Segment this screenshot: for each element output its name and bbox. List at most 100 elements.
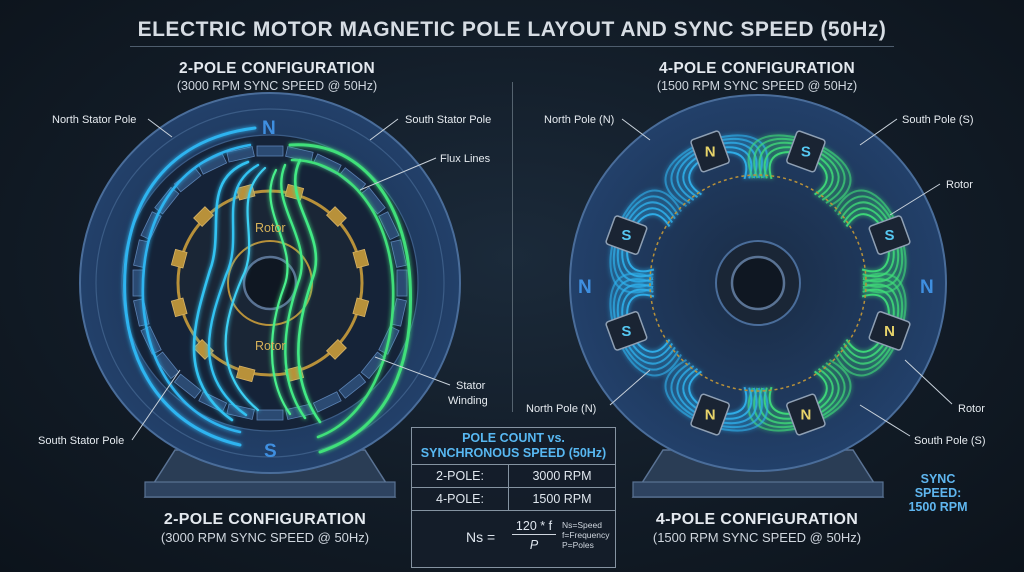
rotor-tooth [235, 365, 256, 383]
formula-lhs: Ns = [466, 529, 496, 545]
label-rotor-top: Rotor [946, 179, 973, 191]
rotor-tooth [326, 339, 347, 360]
title-underline [130, 46, 894, 47]
label-stator: Stator [456, 380, 486, 392]
sync-speed-value: 1500 RPM [908, 500, 968, 514]
label-north-pole-top: North Pole (N) [544, 114, 614, 126]
rotor-tooth [352, 248, 370, 269]
right-pole-magnets: N S S N N N S S [605, 130, 911, 436]
pole-magnet: N [690, 130, 730, 173]
diagram-title: ELECTRIC MOTOR MAGNETIC POLE LAYOUT AND … [137, 18, 887, 41]
left-north-pole-letter: N [262, 118, 276, 139]
label-winding: Winding [448, 395, 488, 407]
pole-magnet: S [868, 215, 911, 255]
pole-magnet: N [690, 393, 730, 436]
pole-magnet: N [786, 393, 826, 436]
pole-speed-table: POLE COUNT vs. SYNCHRONOUS SPEED (50Hz) … [411, 427, 616, 568]
label-north-stator-pole: North Stator Pole [52, 114, 136, 126]
table-row: 4-POLE: 1500 RPM [412, 488, 615, 511]
right-side-pole-right: N [920, 277, 934, 298]
stator-slot [390, 239, 407, 268]
stator-slot [338, 373, 367, 399]
left-stator-ring [95, 108, 445, 458]
table-cell-speed: 3000 RPM [532, 469, 592, 483]
sync-speed-formula: Ns = 120 * f P Ns=Speed f=Frequency P=Po… [412, 511, 615, 567]
stator-slot [312, 153, 342, 175]
right-config-header: 4-POLE CONFIGURATION (1500 RPM SYNC SPEE… [607, 60, 907, 93]
pole-magnet: S [605, 215, 648, 255]
label-flux-lines: Flux Lines [440, 153, 491, 165]
right-rotor-ring [649, 174, 867, 392]
rotor-tooth [170, 297, 188, 318]
legend-poles: P=Poles [562, 540, 594, 550]
leader-south-pole-top [859, 118, 898, 146]
magnet-body [605, 215, 648, 255]
left-config-heading: 2-POLE CONFIGURATION [178, 60, 376, 77]
table-title-line2: SYNCHRONOUS SPEED (50Hz) [420, 446, 607, 460]
sync-speed-badge: SYNC SPEED: 1500 RPM [900, 472, 976, 514]
leader-stator-winding [374, 356, 451, 386]
rotor-tooth [352, 297, 370, 318]
stator-slot [256, 145, 284, 157]
table-title-line1: POLE COUNT vs. [462, 431, 565, 445]
sync-speed-label: SYNC SPEED: [914, 472, 962, 500]
left-motor: N S Rotor Rotor North Stator Pole South … [38, 92, 491, 498]
leader-north-pole-bottom [609, 369, 651, 406]
right-footer-heading: 4-POLE CONFIGURATION [655, 511, 859, 528]
stator-slot [256, 409, 284, 421]
left-blue-flux [123, 126, 267, 447]
table-cell-poles: 4-POLE: [412, 488, 509, 510]
legend-speed: Ns=Speed [562, 520, 602, 530]
table-row: 2-POLE: 3000 RPM [412, 465, 615, 488]
label-south-pole-bottom: South Pole (S) [914, 435, 986, 447]
stator-slot [132, 269, 144, 297]
left-green-flux [269, 143, 413, 454]
left-config-footer: 2-POLE CONFIGURATION (3000 RPM SYNC SPEE… [115, 511, 415, 545]
leader-south-stator-bottom [131, 369, 181, 441]
formula-numerator: 120 * f [512, 519, 556, 535]
table-cell-poles: 2-POLE: [412, 465, 509, 487]
table-cell-speed: 1500 RPM [532, 492, 592, 506]
magnet-letter: N [705, 407, 716, 424]
right-motor-base-plate [632, 481, 884, 498]
magnet-body [868, 311, 911, 351]
formula-denominator: P [529, 538, 539, 552]
magnet-letter: N [884, 323, 895, 340]
magnet-letter: N [705, 143, 716, 160]
magnet-letter: S [621, 323, 631, 340]
label-rotor-bottom: Rotor [958, 403, 985, 415]
magnet-body [868, 215, 911, 255]
right-side-pole-left: N [578, 277, 592, 298]
rotor-tooth [170, 248, 188, 269]
label-south-stator-pole-top: South Stator Pole [405, 114, 491, 126]
left-south-pole-letter: S [264, 441, 277, 462]
left-footer-heading: 2-POLE CONFIGURATION [163, 511, 367, 528]
label-south-pole-top: South Pole (S) [902, 114, 974, 126]
pole-magnet: S [605, 311, 648, 351]
stator-slot [198, 153, 228, 175]
magnet-letter: S [801, 143, 811, 160]
left-shaft [242, 255, 298, 311]
right-motor: N S S N N N S S N N North Pole (N) South Pole (… [526, 94, 986, 498]
center-divider [512, 82, 513, 412]
right-config-footer: 4-POLE CONFIGURATION (1500 RPM SYNC SPEE… [607, 511, 907, 545]
label-north-pole-bottom: North Pole (N) [526, 403, 596, 415]
leader-rotor-bottom [904, 359, 953, 405]
stator-slot [396, 269, 408, 297]
left-rotor-label-bottom: Rotor [255, 339, 286, 353]
right-shaft [730, 255, 786, 311]
pole-magnet: N [868, 311, 911, 351]
left-config-header: 2-POLE CONFIGURATION (3000 RPM SYNC SPEE… [127, 60, 427, 93]
leader-north-stator [147, 118, 173, 138]
magnet-body [786, 130, 826, 173]
stator-slot [173, 373, 202, 399]
magnet-letter: N [800, 407, 811, 424]
leader-south-pole-bottom [859, 404, 911, 437]
right-config-heading: 4-POLE CONFIGURATION [658, 60, 856, 77]
left-motor-base-plate [144, 481, 396, 498]
stator-slot [312, 391, 342, 413]
leader-south-stator-top [369, 118, 399, 141]
table-title: POLE COUNT vs. SYNCHRONOUS SPEED (50Hz) [412, 428, 615, 465]
right-footer-subheading: (1500 RPM SYNC SPEED @ 50Hz) [652, 530, 862, 545]
rotor-tooth [326, 206, 347, 227]
